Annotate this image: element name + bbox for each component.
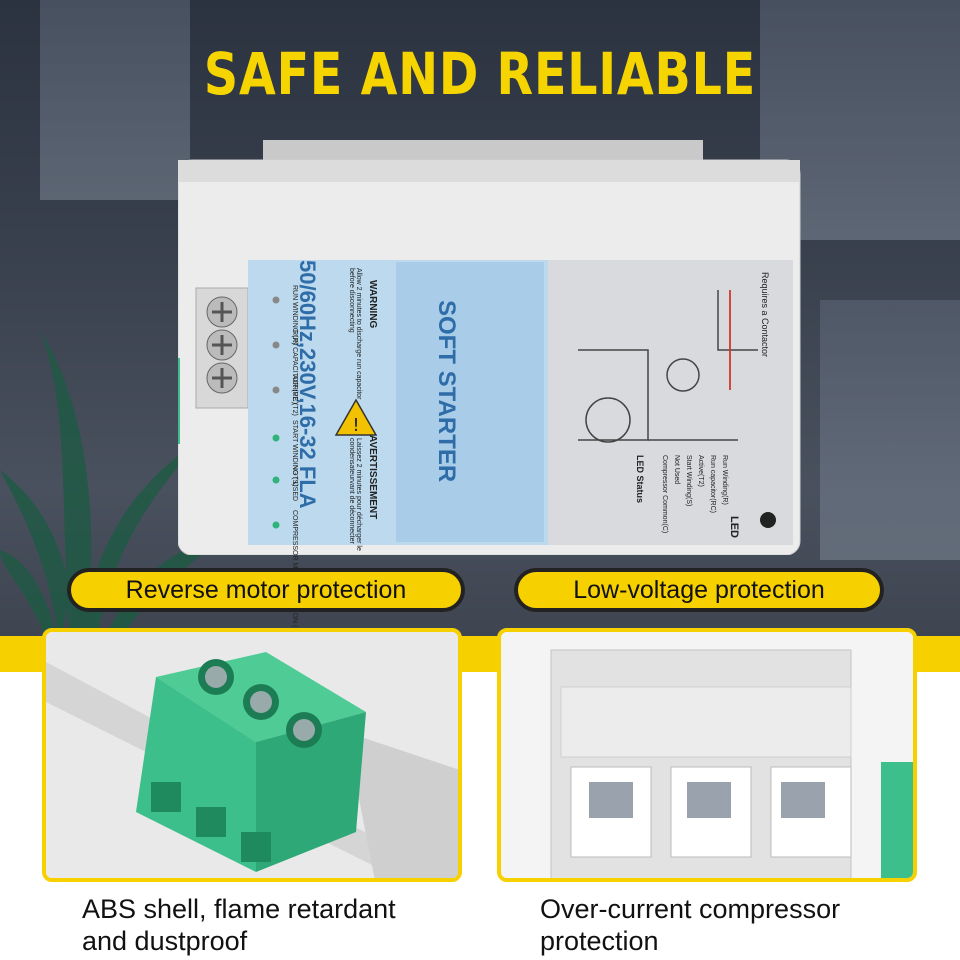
label-requires: Requires a Contactor bbox=[760, 272, 770, 358]
label-avert-text: Laissez 2 minutes pour décharger le cond… bbox=[348, 438, 362, 551]
soft-starter-device: ! bbox=[178, 140, 801, 555]
background-window bbox=[820, 300, 960, 560]
screw-terminals bbox=[206, 296, 238, 394]
caption-abs-shell: ABS shell, flame retardant and dustproof bbox=[82, 893, 396, 957]
led-status-item: Run capacitor(RC) bbox=[709, 455, 716, 513]
caption-over-current-line2: protection bbox=[540, 926, 659, 956]
page-title: SAFE AND RELIABLE bbox=[203, 40, 757, 108]
label-led: LED bbox=[728, 516, 740, 538]
label-warning-text: Allow 2 minutes to discharge run capacit… bbox=[348, 268, 362, 400]
terminal-label: NOT USED bbox=[291, 465, 298, 502]
caption-over-current-line1: Over-current compressor bbox=[540, 894, 841, 924]
led-status-item: Not Used bbox=[673, 455, 680, 485]
label-led-status: LED Status bbox=[635, 455, 645, 504]
feature-low-voltage: Low-voltage protection bbox=[514, 568, 884, 612]
led-indicator bbox=[760, 512, 776, 528]
caption-over-current: Over-current compressor protection bbox=[540, 893, 840, 957]
svg-text:!: ! bbox=[352, 415, 359, 436]
green-connector bbox=[178, 358, 180, 444]
led-status-item: Start Winding(S) bbox=[685, 455, 692, 507]
background-window bbox=[40, 0, 190, 200]
led-status-item: Run Winding(R) bbox=[721, 455, 728, 505]
terminal-closeup bbox=[497, 628, 917, 882]
led-status-item: Active(T2) bbox=[697, 455, 704, 487]
feature-reverse-motor: Reverse motor protection bbox=[67, 568, 465, 612]
caption-abs-shell-line1: ABS shell, flame retardant bbox=[82, 894, 396, 924]
label-warning-title: WARNING bbox=[367, 280, 378, 329]
led-status-item: Compressor Common(C) bbox=[661, 455, 668, 534]
caption-abs-shell-line2: and dustproof bbox=[82, 926, 248, 956]
feature-low-voltage-label: Low-voltage protection bbox=[573, 575, 825, 604]
connector-closeup bbox=[42, 628, 462, 882]
label-product: SOFT STARTER bbox=[433, 300, 460, 483]
label-avert-title: AVERTISSEMENT bbox=[367, 435, 378, 520]
terminal-label: ACRIVE (T2) bbox=[291, 375, 298, 416]
feature-reverse-motor-label: Reverse motor protection bbox=[125, 575, 407, 604]
